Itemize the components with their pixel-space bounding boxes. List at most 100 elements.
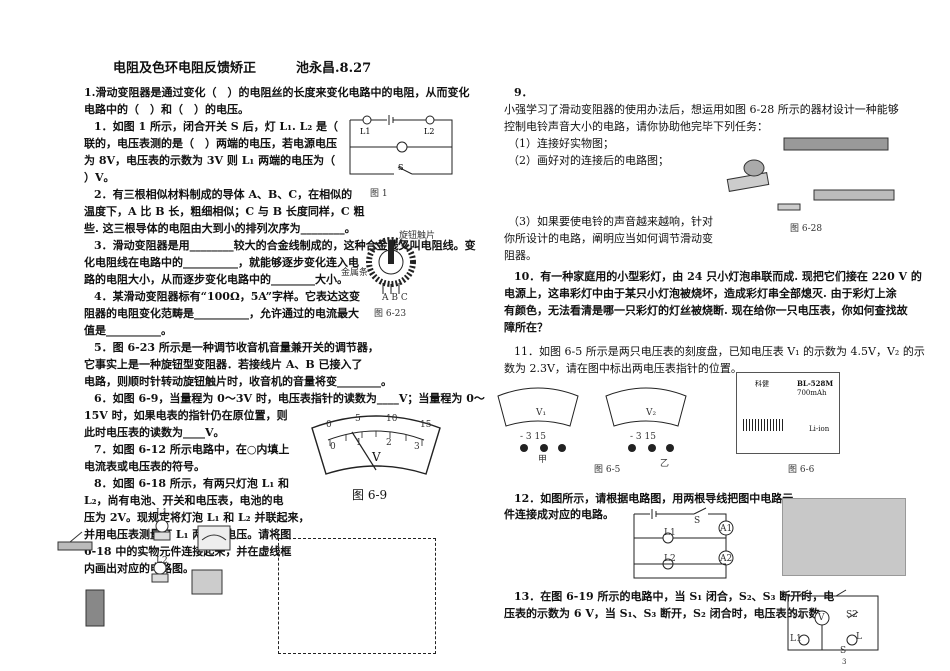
question-text: 15V 时，如果电表的指针仍在原位置，则 bbox=[84, 409, 288, 422]
question-text: 5．图 6-23 所示是一种调节收音机音量兼开关的调节器， bbox=[94, 341, 379, 354]
meter-tick: 3 bbox=[414, 442, 420, 452]
figure-1-circuit: L1 L2 S bbox=[349, 115, 453, 175]
figure-6-6-caption: 图 6-6 bbox=[788, 465, 815, 475]
question-text: 路的电阻大小，从而逐步变化电路中的________大小。 bbox=[84, 273, 348, 286]
meter-tick: 0 bbox=[330, 442, 336, 452]
label-yi: 乙 bbox=[660, 459, 670, 469]
figure-6-28-apparatus bbox=[726, 137, 895, 211]
l2-label: L2 bbox=[424, 127, 434, 136]
knob-terminal-labels: A B C bbox=[382, 293, 408, 303]
question-text: 1．如图 1 所示，闭合开关 S 后，灯 L₁. L₂ 是（ bbox=[94, 120, 338, 133]
question-text: 电流表或电压表的符号。 bbox=[84, 460, 205, 473]
question-text: 7．如图 6-12 所示电路中，在○内填上 bbox=[94, 443, 290, 456]
battery-model: BL-528M bbox=[797, 379, 834, 388]
figure-6-5-meters bbox=[497, 387, 687, 452]
barcode bbox=[743, 419, 785, 431]
question-text: 化电阻线在电路中的__________，就能够逐步变化连入电 bbox=[84, 256, 359, 269]
question-text: 6-18 中的实物元件连接起来，并在虚线框 bbox=[84, 545, 292, 558]
question-text: 并用电压表测量灯 L₁ 两端的电压。请将图 bbox=[84, 528, 292, 541]
q13-s3: S bbox=[840, 646, 847, 656]
l2-label: L2 bbox=[156, 556, 168, 566]
question-text: ）V。 bbox=[84, 171, 115, 184]
question-text: 件连接成对应的电路。 bbox=[504, 508, 614, 521]
question-text: L₂，尚有电池、开关和电压表，电池的电 bbox=[84, 494, 284, 507]
v1-label: V₁ bbox=[536, 408, 547, 418]
question-text: 有颜色，无法看清是哪一只彩灯的灯丝被烧断. 现在给你一只电压表，你如何查找故 bbox=[504, 304, 908, 317]
q12-components-photo bbox=[782, 498, 906, 576]
l1-label: L1 bbox=[156, 508, 168, 518]
question-text: 12．如图所示，请根据电路图，用两根导线把图中电路元 bbox=[514, 492, 794, 505]
question-text: 内画出对应的电路图。 bbox=[84, 562, 194, 575]
figure-6-18-components bbox=[57, 519, 231, 627]
question-text: 它事实上是一种旋钮型变阻器．若接线片 A、B 已接入了 bbox=[84, 358, 363, 371]
q13-l1: L1 bbox=[790, 634, 802, 644]
question-text: 电路，则顺时针转动旋钮触片时，收音机的音量将变________。 bbox=[84, 375, 392, 388]
question-text: 13．在图 6-19 所示的电路中，当 S₁ 闭合，S₂、S₃ 断开时，电 bbox=[514, 590, 835, 603]
question-text: 数为 2.3V，请在图中标出两电压表指针的位置。 bbox=[504, 362, 742, 375]
document-title: 电阻及色环电阻反馈矫正 bbox=[113, 61, 257, 76]
switch-label: S bbox=[398, 163, 403, 172]
figure-6-23-knob bbox=[366, 237, 416, 294]
question-text: 此时电压表的读数为____V。 bbox=[84, 426, 225, 439]
figure-6-5-caption: 图 6-5 bbox=[594, 465, 621, 475]
q12-circuit bbox=[633, 507, 734, 579]
question-text: 6．如图 6-9，当量程为 0～3V 时，电压表指针的读数为____V；当量程为… bbox=[94, 392, 485, 405]
meter-tick: 2 bbox=[386, 438, 392, 448]
figure-1-caption: 图 1 bbox=[370, 189, 388, 199]
question-text: 压表的示数为 6 V，当 S₁、S₃ 断开，S₂ 闭合时，电压表的示数 bbox=[504, 607, 820, 620]
meter-tick: 15 bbox=[420, 420, 432, 430]
question-text: 为 8V，电压表的示数为 3V 则 L₁ 两端的电压为（ bbox=[84, 154, 336, 167]
battery-capacity: 700mAh bbox=[797, 389, 827, 397]
answer-box[interactable] bbox=[278, 538, 436, 654]
figure-6-28-caption: 图 6-28 bbox=[790, 224, 823, 234]
figure-6-9-meter bbox=[311, 415, 441, 475]
question-text: 11．如图 6-5 所示是两只电压表的刻度盘，已知电压表 V₁ 的示数为 4.5… bbox=[514, 345, 925, 358]
q13-s1: S1 bbox=[792, 610, 804, 620]
q12-l1: L1 bbox=[664, 528, 676, 538]
q13-v: V bbox=[818, 613, 825, 623]
q12-a1: A1 bbox=[720, 524, 733, 534]
q12-a2: A2 bbox=[720, 554, 733, 564]
v2-label: V₂ bbox=[646, 408, 657, 418]
author: 池永昌.8.27 bbox=[296, 61, 372, 76]
question-text: （1）连接好实物图； bbox=[508, 137, 614, 150]
terminals-2: - 3 15 bbox=[630, 432, 656, 442]
battery-label: 科健 BL-528M 700mAh Li-ion bbox=[736, 372, 840, 454]
question-text: 些. 这三根导体的电阻由大到小的排列次序为________。 bbox=[84, 222, 356, 235]
meter-tick: 0 bbox=[326, 420, 332, 430]
question-text: 联的，电压表测的是（ ）两端的电压，若电源电压 bbox=[84, 137, 337, 150]
question-text: 4．某滑动变阻器标有“100Ω，5A”字样。它表达这变 bbox=[94, 290, 360, 303]
question-text: 9． bbox=[514, 86, 533, 99]
question-text: 8．如图 6-18 所示，有两只灯泡 L₁ 和 bbox=[94, 477, 290, 490]
question-text: （3）如果要使电铃的声音越来越响，针对 bbox=[508, 215, 713, 228]
q13-l2: L bbox=[856, 632, 862, 642]
question-text: 你所设计的电路，阐明应当如何调节滑动变 bbox=[504, 232, 713, 245]
figure-6-23-caption: 图 6-23 bbox=[374, 309, 407, 319]
knob-top-label: 旋钮触片 bbox=[399, 231, 436, 241]
battery-chemistry: Li-ion bbox=[809, 425, 830, 433]
question-text: 阻器的电阻变化范畴是__________，允许通过的电流最大 bbox=[84, 307, 359, 320]
question-text: 电路中的（ ）和（ ）的电压。 bbox=[84, 103, 249, 116]
label-jia: 甲 bbox=[538, 455, 548, 465]
terminals-1: - 3 15 bbox=[520, 432, 546, 442]
page-number: 3 bbox=[842, 658, 847, 666]
question-text: 压为 2V。现规定将灯泡 L₁ 和 L₂ 并联起来， bbox=[84, 511, 310, 524]
question-text: 2．有三根相似材料制成的导体 A、B、C，在相似的 bbox=[94, 188, 353, 201]
question-text: 控制电铃声音大小的电路，请你协助他完毕下列任务： bbox=[504, 120, 768, 133]
question-text: 小强学习了滑动变阻器的使用办法后，想运用如图 6-28 所示的器材设计一种能够 bbox=[504, 103, 899, 116]
l1-label: L1 bbox=[360, 127, 370, 136]
q13-circuit bbox=[787, 589, 879, 651]
question-text: 1.滑动变阻器是通过变化（ ）的电阻丝的长度来变化电路中的电阻，从而变化 bbox=[84, 86, 470, 99]
meter-tick: 1 bbox=[356, 438, 362, 448]
question-text: （2）画好对的连接后的电路图； bbox=[508, 154, 669, 167]
q12-l2: L2 bbox=[664, 554, 676, 564]
meter-tick: 10 bbox=[386, 414, 398, 424]
question-text: 温度下，A 比 B 长，粗细相似；C 与 B 长度同样，C 粗 bbox=[84, 205, 365, 218]
question-text: 障所在？ bbox=[504, 321, 548, 334]
knob-left-label: 金属条 bbox=[341, 268, 369, 278]
question-text: 值是__________。 bbox=[84, 324, 172, 337]
figure-6-9-caption: 图 6-9 bbox=[352, 488, 388, 502]
question-text: 10．有一种家庭用的小型彩灯，由 24 只小灯泡串联而成. 现把它们接在 220… bbox=[514, 270, 922, 283]
q13-s2: S2 bbox=[846, 610, 858, 620]
meter-unit: V bbox=[372, 450, 381, 464]
